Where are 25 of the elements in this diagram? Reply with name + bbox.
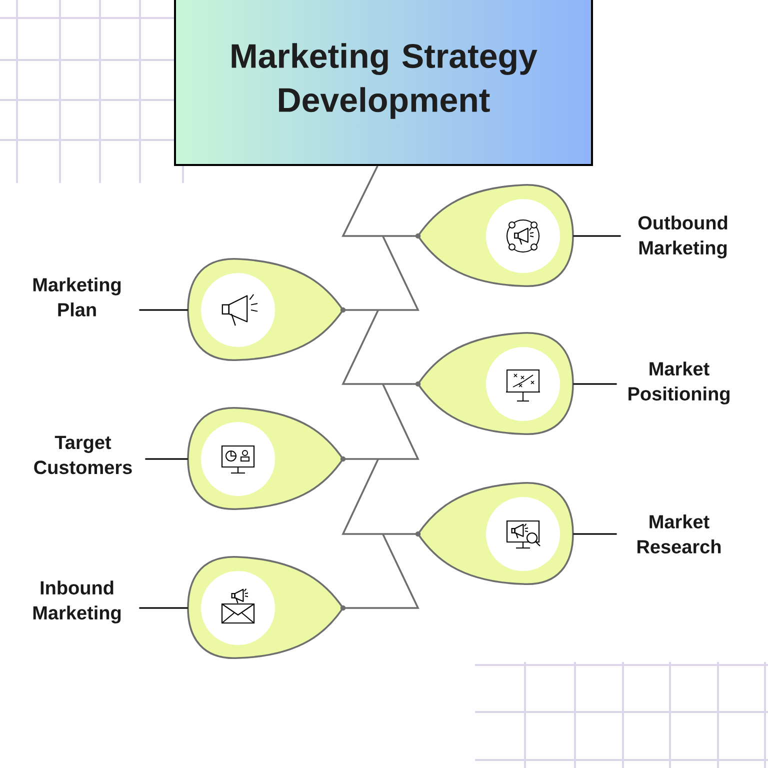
label-text: Target Customers [34,436,132,474]
leader-line [139,309,188,311]
teardrop-shape [187,407,346,510]
teardrop-shape [415,332,574,435]
leader-line [573,383,617,385]
connector-line [342,166,418,237]
label-text: Marketing Plan [33,278,121,316]
teardrop-shape [187,258,346,361]
leader-line [139,607,188,609]
leader-line [573,533,617,535]
connector-line [343,534,420,609]
teardrop-shape [187,556,346,659]
label-text: Market Research [638,514,721,554]
label-text: Outbound Marketing [638,216,728,258]
label-text: Market Positioning [628,362,730,404]
title-box: Marketing Strategy Development [174,0,593,166]
connector-line [342,458,418,535]
leader-line [573,235,621,237]
connector-line [343,236,420,311]
teardrop-shape [415,184,574,287]
label-text: Inbound Marketing [33,580,121,624]
leader-line [145,458,188,460]
teardrop-shape [415,482,574,585]
connector-line [342,310,418,385]
connector-line [343,384,420,460]
